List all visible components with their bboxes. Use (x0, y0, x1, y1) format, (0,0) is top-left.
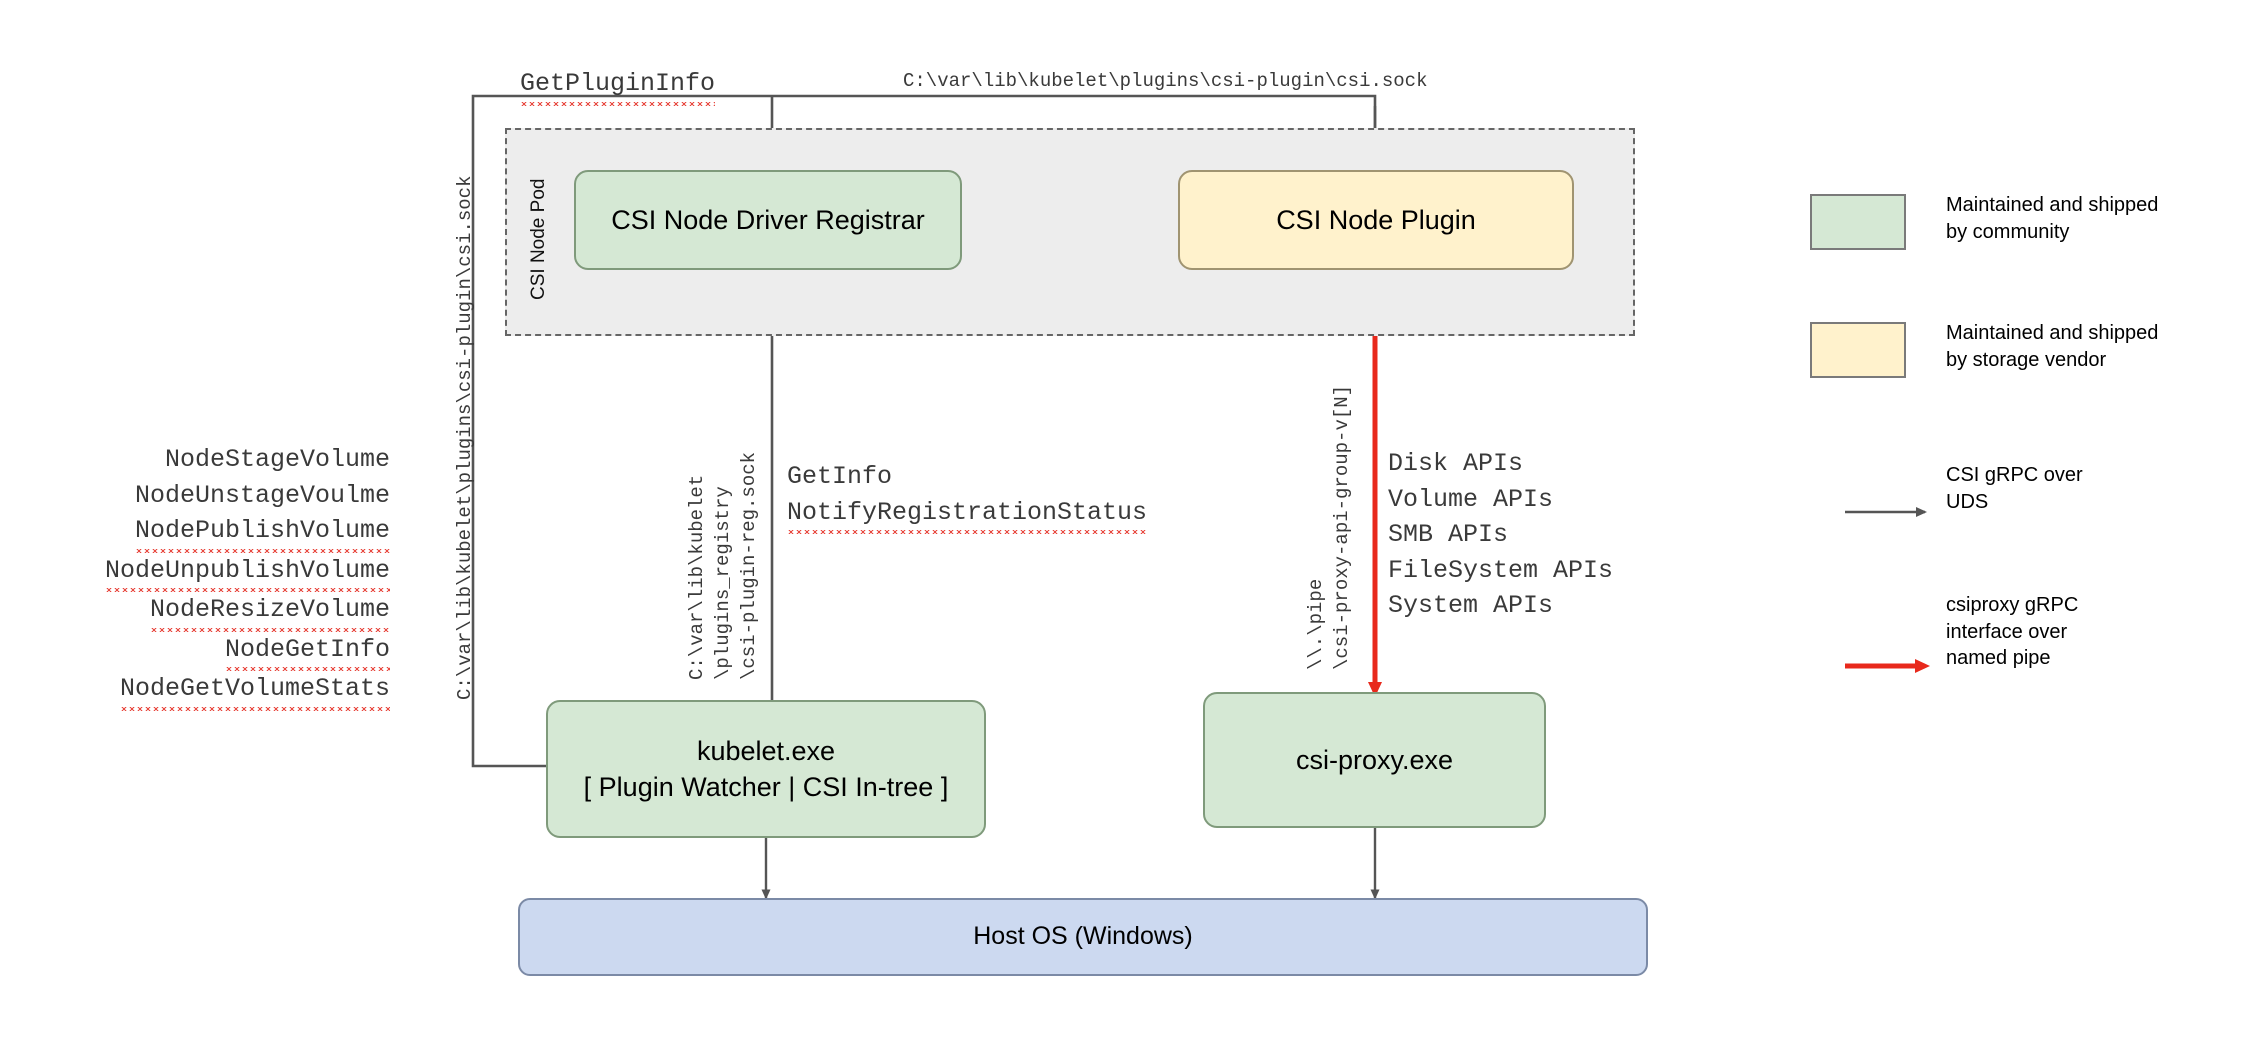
legend-swatch-community (1810, 194, 1906, 250)
node-api-label: NodeStageVolume (164, 445, 390, 474)
proxy-api-item: SMB APIs (1388, 520, 1509, 549)
proxy-api-item: Disk APIs (1388, 449, 1524, 478)
annotation-registry-path-line2: \plugins_registry (712, 486, 734, 680)
annotation-named-pipe-line2: \csi-proxy-api-group-v[N] (1331, 384, 1353, 670)
node-api-item: NodeResizeVolume (60, 592, 390, 632)
node-api-label: NodeResizeVolume (149, 592, 390, 632)
node-api-list: NodeStageVolume NodeUnstageVoulme NodePu… (60, 442, 390, 711)
node-api-label: NodePublishVolume (134, 513, 390, 553)
legend: Maintained and shipped by community Main… (1800, 180, 2220, 700)
node-api-label: NodeUnpublishVolume (104, 552, 390, 593)
node-api-item: NodeGetInfo (60, 631, 390, 672)
node-host-os-label: Host OS (Windows) (973, 922, 1193, 951)
node-csi-proxy-exe-label: csi-proxy.exe (1295, 744, 1454, 775)
annotation-registry-path-line3: \csi-plugin-reg.sock (738, 451, 760, 680)
node-api-item: NodeUnstageVoulme (60, 478, 390, 514)
legend-label-vendor: Maintained and shipped by storage vendor (1946, 322, 2159, 371)
node-csi-proxy-exe[interactable]: csi-proxy.exe (1203, 692, 1546, 828)
node-csi-node-plugin-label: CSI Node Plugin (1276, 204, 1476, 235)
legend-item-community: Maintained and shipped by community (1800, 180, 2220, 290)
node-host-os[interactable]: Host OS (Windows) (518, 898, 1648, 976)
node-csi-node-plugin[interactable]: CSI Node Plugin (1178, 170, 1574, 270)
proxy-api-list: Disk APIs Volume APIs SMB APIs FileSyste… (1388, 446, 1613, 624)
proxy-api-item: FileSystem APIs (1388, 555, 1614, 585)
node-api-label: NodeGetVolumeStats (119, 671, 390, 711)
legend-label-named-pipe: csiproxy gRPC interface over named pipe (1946, 594, 2079, 670)
annotation-csi-sock-path-top: C:\var\lib\kubelet\plugins\csi-plugin\cs… (903, 70, 1428, 92)
legend-item-named-pipe: csiproxy gRPC interface over named pipe (1800, 560, 2220, 700)
legend-item-vendor: Maintained and shipped by storage vendor (1800, 290, 2220, 416)
proxy-api-item: Volume APIs (1388, 484, 1554, 514)
annotation-notify-registration-status-text: NotifyRegistrationStatus (787, 494, 1148, 535)
node-api-item: NodePublishVolume (60, 513, 390, 553)
node-csi-node-driver-registrar[interactable]: CSI Node Driver Registrar (574, 170, 962, 270)
node-api-item: NodeStageVolume (60, 442, 390, 478)
annotation-get-info-text: GetInfo (787, 462, 893, 491)
node-kubelet-exe-label: kubelet.exe (696, 735, 836, 766)
node-api-item: NodeUnpublishVolume (60, 552, 390, 593)
node-csi-node-driver-registrar-label: CSI Node Driver Registrar (611, 204, 925, 235)
annotation-get-plugin-info-text: GetPluginInfo (520, 66, 716, 106)
node-api-item: NodeGetVolumeStats (60, 671, 390, 711)
legend-swatch-vendor (1810, 322, 1906, 378)
csi-node-pod-label: CSI Node Pod (528, 178, 549, 300)
annotation-get-info: GetInfo NotifyRegistrationStatus (787, 459, 1148, 535)
node-kubelet-exe-sublabel: [ Plugin Watcher | CSI In-tree ] (583, 772, 949, 802)
node-api-label: NodeUnstageVoulme (134, 480, 390, 510)
node-api-label: NodeGetInfo (224, 631, 390, 672)
annotation-csi-sock-path-left: C:\var\lib\kubelet\plugins\csi-plugin\cs… (454, 175, 476, 701)
annotation-named-pipe-line1: \\.\pipe (1305, 578, 1327, 670)
legend-item-uds: CSI gRPC over UDS (1800, 416, 2220, 560)
annotation-registry-path-line1: C:\var\lib\kubelet (686, 474, 708, 680)
legend-label-uds: CSI gRPC over UDS (1946, 464, 2083, 513)
annotation-get-plugin-info: GetPluginInfo (520, 66, 716, 106)
proxy-api-item: System APIs (1388, 591, 1554, 620)
legend-label-community: Maintained and shipped by community (1946, 194, 2159, 243)
node-kubelet-exe[interactable]: kubelet.exe [ Plugin Watcher | CSI In-tr… (546, 700, 986, 838)
